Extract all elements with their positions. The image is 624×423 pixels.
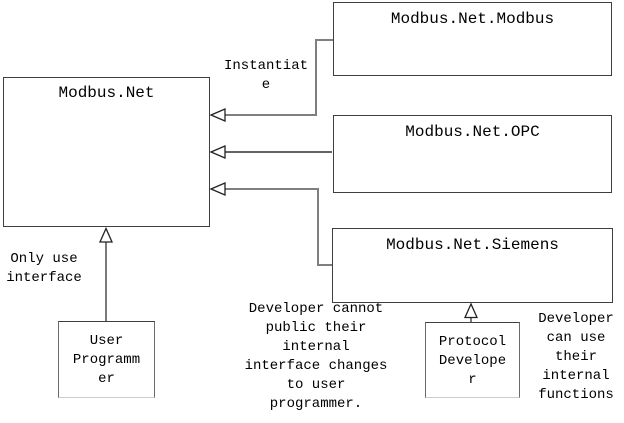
node-protocol-developer-label: Protocol Develope r [438,334,507,388]
node-modbus-net-opc-label: Modbus.Net.OPC [405,123,540,141]
arrowhead-siemens-to-core [209,182,226,196]
node-protocol-developer: Protocol Develope r [425,322,520,398]
node-modbus-net-label: Modbus.Net [58,84,155,102]
annotation-developer-cannot: Developer cannot public their internal i… [244,301,388,412]
node-modbus-net-modbus-label: Modbus.Net.Modbus [390,10,555,28]
node-modbus-net-modbus: Modbus.Net.Modbus [333,2,612,76]
arrowhead-modbus-to-core [209,108,226,122]
arrowhead-opc-to-core [209,145,226,159]
node-user-programmer-label: User Programm er [72,333,141,387]
annotation-only-use-interface: Only use interface [6,251,82,286]
node-modbus-net-siemens: Modbus.Net.Siemens [332,228,613,303]
connector-siemens-to-core [225,188,332,266]
arrowhead-protocol-developer-to-siemens [463,302,479,319]
annotation-instantiate: Instantiat e [223,58,308,93]
node-modbus-net-siemens-label: Modbus.Net.Siemens [386,236,559,254]
annotation-developer-can-use: Developer can use their internal functio… [538,311,614,403]
node-modbus-net-opc: Modbus.Net.OPC [333,115,612,193]
arrowhead-user-programmer-to-core [98,226,114,243]
node-user-programmer: User Programm er [58,321,155,398]
node-modbus-net: Modbus.Net [3,77,210,227]
